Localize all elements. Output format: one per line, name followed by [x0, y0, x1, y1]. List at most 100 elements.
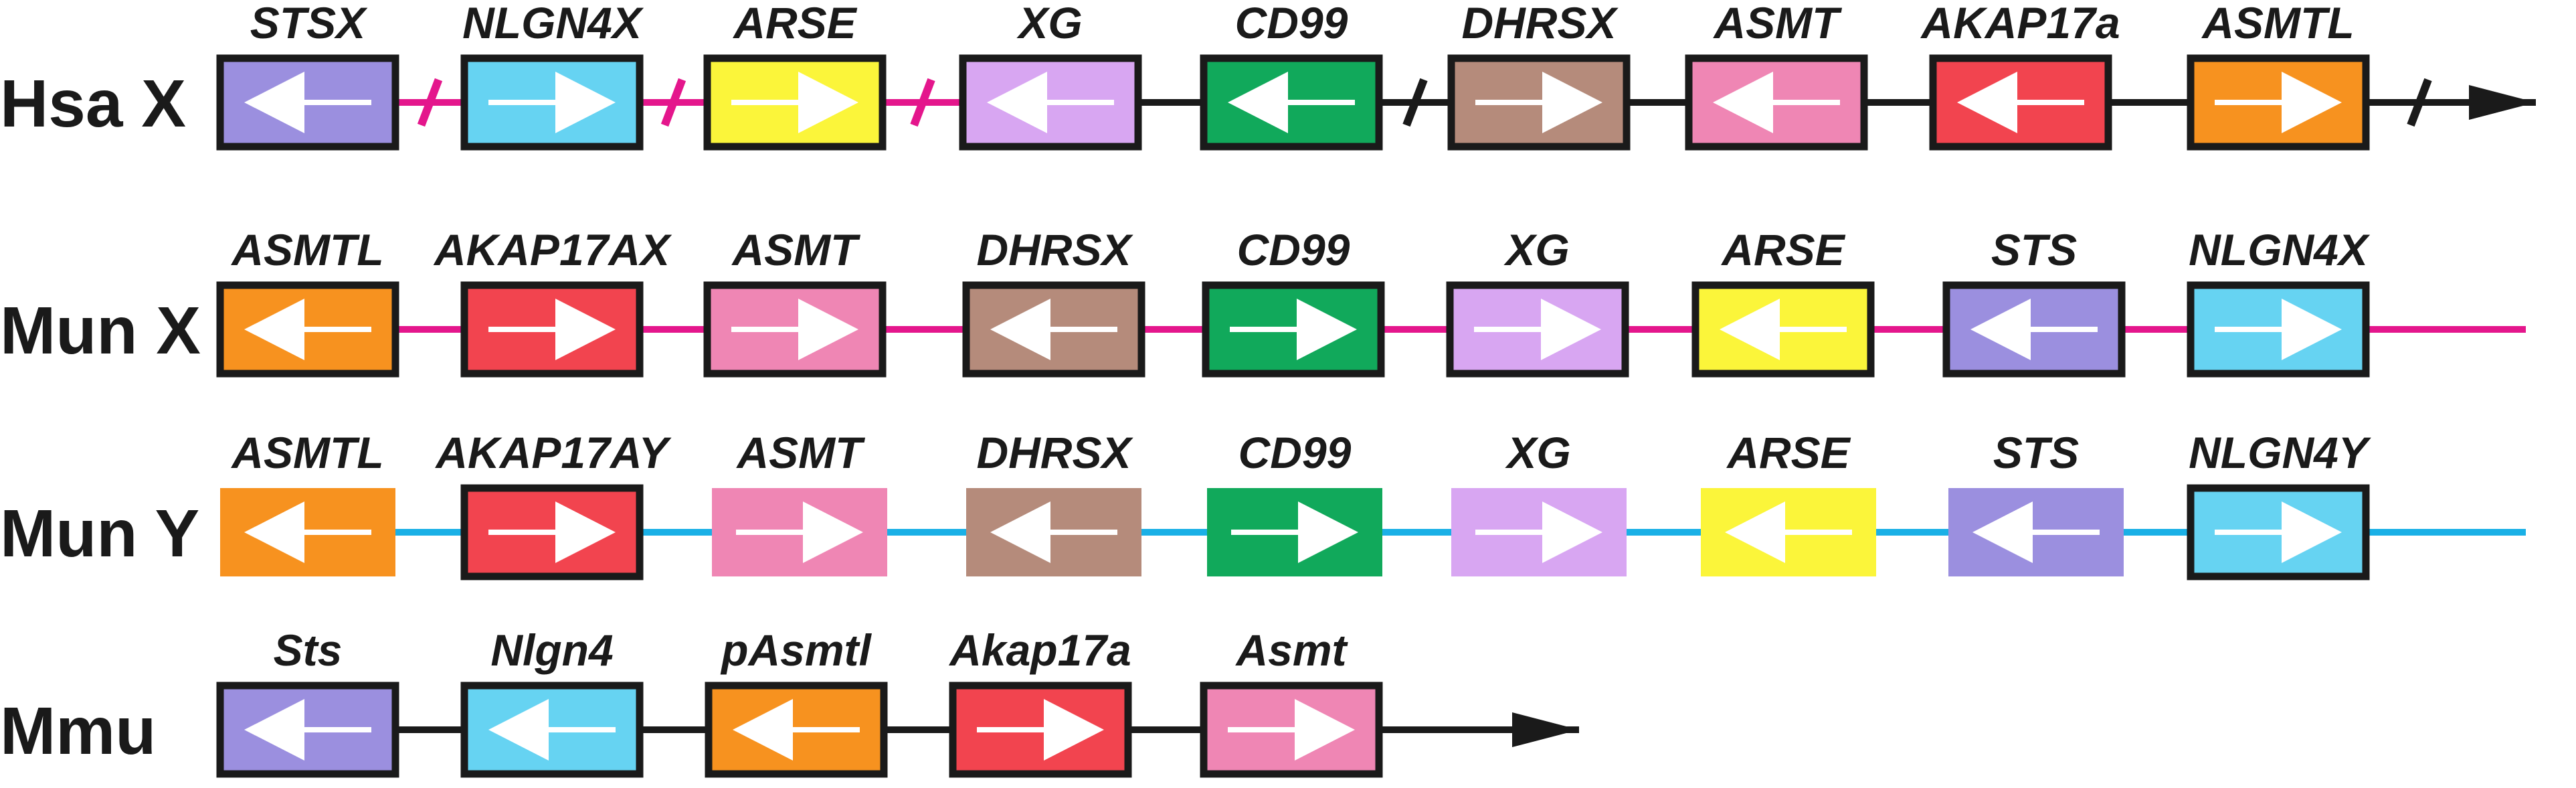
right-arrow-icon	[977, 699, 1104, 761]
right-arrow-icon	[1474, 299, 1601, 360]
gene-label: Asmt	[1234, 625, 1348, 675]
gene-label: CD99	[1235, 0, 1348, 48]
gene-block: Akap17a	[948, 625, 1132, 778]
row-label: Mmu	[0, 694, 156, 769]
left-arrow-icon	[244, 72, 371, 133]
gene-block: CD99	[1200, 0, 1383, 151]
gene-block: pAsmtl	[705, 625, 888, 778]
right-arrow-icon	[731, 72, 858, 133]
gene-label: ARSE	[1720, 225, 1845, 274]
gene-block: DHRSX	[966, 428, 1141, 576]
right-arrow-icon	[731, 299, 858, 360]
left-arrow-icon	[733, 699, 860, 761]
gene-label: STSX	[250, 0, 368, 48]
chromosome-end-arrow	[2469, 85, 2536, 120]
right-arrow-icon	[2215, 299, 2342, 360]
gene-block: NLGN4X	[460, 0, 644, 151]
right-arrow-icon	[736, 501, 863, 563]
gene-block: STS	[1948, 428, 2124, 576]
gene-label: CD99	[1238, 428, 1352, 477]
gene-label: XG	[1016, 0, 1082, 48]
row-label: Mun Y	[0, 496, 199, 571]
row-label: Hsa X	[0, 66, 186, 141]
gene-label: ASMT	[736, 428, 866, 477]
gene-block: ASMTL	[2187, 0, 2370, 151]
gene-block: ARSE	[703, 0, 887, 151]
gene-block: STS	[1942, 225, 2126, 378]
left-arrow-icon	[1228, 72, 1355, 133]
gene-label: AKAP17AY	[434, 428, 671, 477]
gene-label: pAsmtl	[720, 625, 872, 675]
gene-block: CD99	[1202, 225, 1385, 378]
gene-label: AKAP17a	[1920, 0, 2120, 48]
row-label: Mun X	[0, 293, 201, 368]
gene-block: XG	[1451, 428, 1627, 576]
gene-label: Akap17a	[948, 625, 1131, 675]
left-arrow-icon	[990, 299, 1117, 360]
gene-label: ARSE	[1726, 428, 1851, 477]
left-arrow-icon	[1720, 299, 1847, 360]
break-mark	[1402, 78, 1428, 127]
right-arrow-icon	[1475, 72, 1602, 133]
break-mark	[910, 78, 935, 127]
gene-label: Sts	[274, 625, 343, 675]
gene-block: ASMT	[712, 428, 887, 576]
right-arrow-icon	[2215, 72, 2342, 133]
left-arrow-icon	[1957, 72, 2084, 133]
right-arrow-icon	[1231, 501, 1358, 563]
chromosome-end-arrow	[1512, 712, 1579, 747]
gene-block: ARSE	[1691, 225, 1875, 378]
gene-block: DHRSX	[1447, 0, 1631, 151]
gene-label: DHRSX	[1461, 0, 1619, 48]
gene-block: AKAP17AY	[434, 428, 672, 580]
gene-label: DHRSX	[976, 225, 1133, 274]
right-arrow-icon	[1230, 299, 1357, 360]
left-arrow-icon	[990, 501, 1117, 563]
break-mark	[2407, 78, 2432, 127]
right-arrow-icon	[488, 299, 616, 360]
left-arrow-icon	[244, 299, 371, 360]
gene-block: AKAP17AX	[433, 225, 672, 378]
left-arrow-icon	[244, 501, 371, 563]
gene-label: Nlgn4	[490, 625, 613, 675]
gene-label: ARSE	[732, 0, 857, 48]
right-arrow-icon	[1228, 699, 1355, 761]
gene-block: ASMTL	[220, 428, 395, 576]
left-arrow-icon	[1713, 72, 1840, 133]
gene-label: ASMT	[731, 225, 861, 274]
gene-label: XG	[1504, 428, 1570, 477]
gene-label: ASMT	[1713, 0, 1843, 48]
left-arrow-icon	[488, 699, 616, 761]
left-arrow-icon	[1972, 501, 2100, 563]
gene-block: Asmt	[1200, 625, 1383, 778]
break-mark	[660, 78, 686, 127]
chromosome-row: Hsa X STSX NLGN4X ARSE XG CD99 DHRSX ASMT AKAP17…	[0, 0, 2536, 151]
gene-block: STSX	[216, 0, 399, 151]
gene-block: NLGN4Y	[2187, 428, 2371, 580]
gene-label: STS	[1993, 428, 2079, 477]
left-arrow-icon	[244, 699, 371, 761]
left-arrow-icon	[1970, 299, 2098, 360]
gene-label: ASMTL	[230, 225, 383, 274]
left-arrow-icon	[987, 72, 1114, 133]
gene-label: NLGN4Y	[2189, 428, 2371, 477]
gene-block: Sts	[216, 625, 399, 778]
right-arrow-icon	[488, 501, 616, 563]
left-arrow-icon	[1725, 501, 1852, 563]
gene-label: DHRSX	[976, 428, 1133, 477]
gene-block: ASMT	[703, 225, 887, 378]
gene-block: ARSE	[1701, 428, 1876, 576]
gene-label: ASMTL	[2201, 0, 2354, 48]
gene-block: DHRSX	[962, 225, 1145, 378]
right-arrow-icon	[488, 72, 616, 133]
gene-block: NLGN4X	[2187, 225, 2371, 378]
gene-label: CD99	[1237, 225, 1350, 274]
gene-block: Nlgn4	[460, 625, 644, 778]
gene-block: AKAP17a	[1920, 0, 2120, 151]
gene-label: XG	[1503, 225, 1569, 274]
gene-block: CD99	[1207, 428, 1382, 576]
right-arrow-icon	[2215, 501, 2342, 563]
right-arrow-icon	[1475, 501, 1602, 563]
